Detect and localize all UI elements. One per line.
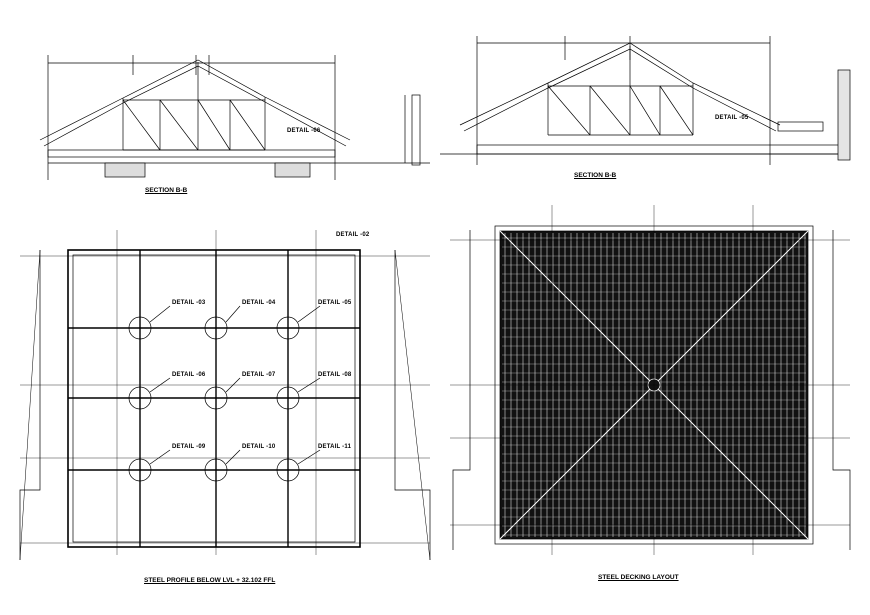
grid-detail-label: DETAIL -05: [318, 300, 352, 306]
grid-detail-label: DETAIL -04: [242, 300, 276, 306]
section-right: [440, 36, 851, 165]
detail-label-left: DETAIL -06: [287, 128, 321, 134]
plan-left: [19, 230, 431, 561]
grid-detail-label: DETAIL -08: [318, 372, 352, 378]
detail-label-right: DETAIL -05: [715, 115, 749, 121]
plan-right: [450, 205, 851, 555]
section-title-right: SECTION B-B: [574, 172, 617, 179]
grid-detail-label: DETAIL -09: [172, 444, 206, 450]
grid-detail-label: DETAIL -03: [172, 300, 206, 306]
grid-detail-label: DETAIL -10: [242, 444, 276, 450]
section-left: [39, 55, 430, 180]
plan-right-title: STEEL DECKING LAYOUT: [598, 574, 679, 581]
plan-detail-callout: DETAIL -02: [336, 232, 370, 238]
grid-detail-label: DETAIL -07: [242, 372, 276, 378]
section-title-left: SECTION B-B: [145, 187, 188, 194]
plan-left-title: STEEL PROFILE BELOW LVL + 32.102 FFL: [144, 577, 276, 584]
grid-detail-label: DETAIL -11: [318, 444, 352, 450]
grid-detail-label: DETAIL -06: [172, 372, 206, 378]
